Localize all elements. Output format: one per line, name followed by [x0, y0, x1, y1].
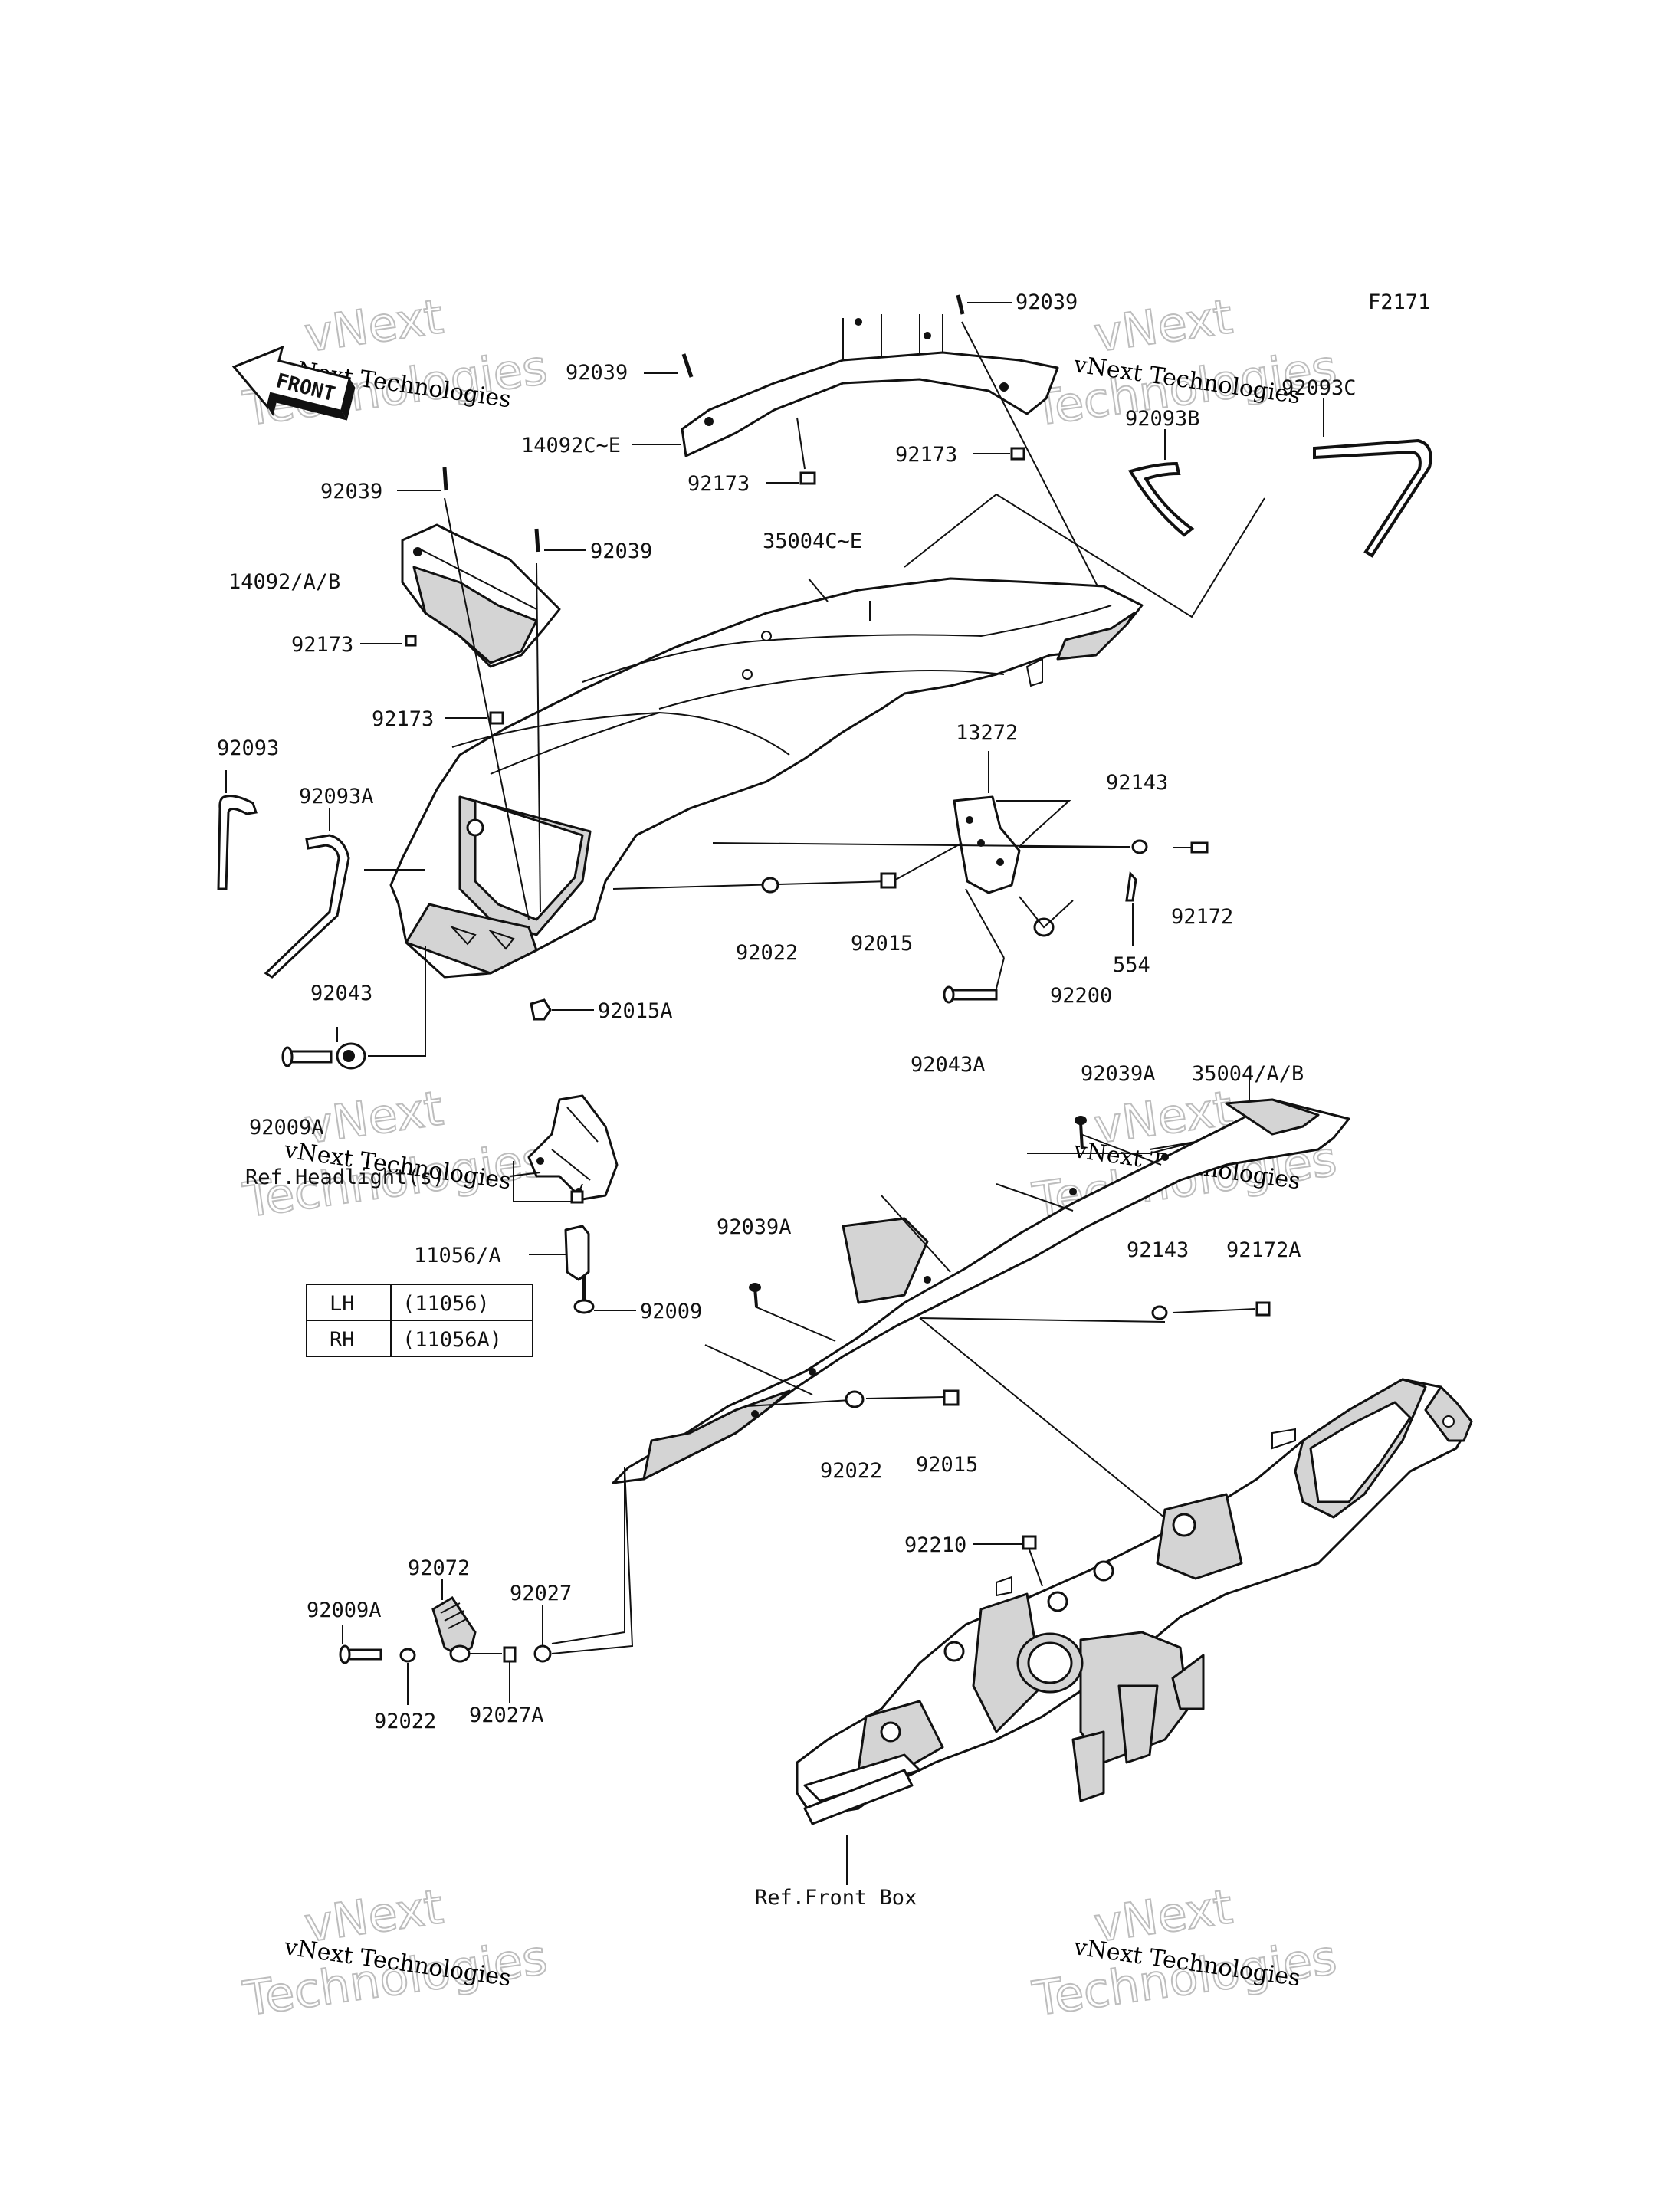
label-92022-b: 92022: [820, 1459, 882, 1483]
nut-92015-a: [880, 872, 897, 889]
trim-strip-92093: [217, 795, 258, 890]
watermark-bottom-right: vNext Technologies vNext Technologies: [1029, 1877, 1341, 2028]
label-ref-front-box: Ref.Front Box: [755, 1886, 917, 1910]
label-92043: 92043: [310, 982, 372, 1005]
label-92015a: 92015A: [598, 999, 673, 1023]
figure-code: F2171: [1368, 290, 1430, 314]
label-92009: 92009: [640, 1300, 702, 1323]
label-92015-a: 92015: [851, 932, 913, 956]
bolt-92009a-b: [339, 1644, 382, 1664]
table-cell-rh-side: RH: [330, 1328, 355, 1352]
part-spoiler-14092ce: [681, 314, 1059, 457]
label-92173-a: 92173: [687, 472, 750, 496]
label-14092ab: 14092/A/B: [228, 570, 340, 594]
nut-92015-b: [943, 1389, 960, 1406]
label-92039-c: 92039: [320, 480, 382, 503]
label-92172: 92172: [1171, 905, 1233, 929]
screw-92039a-b: [749, 1283, 761, 1307]
label-92022-a: 92022: [736, 941, 798, 965]
label-92172a: 92172A: [1226, 1238, 1301, 1262]
label-92173-b: 92173: [895, 443, 957, 467]
screw-92039a-a: [1075, 1116, 1087, 1150]
label-35004ce: 35004C~E: [763, 530, 862, 553]
collar-92027a: [503, 1646, 517, 1703]
label-13272: 13272: [956, 721, 1018, 745]
screw-92039-top: [956, 294, 1012, 315]
label-92072: 92072: [408, 1556, 470, 1580]
clip-92173-d: [489, 711, 504, 725]
front-arrow-icon: FRONT: [231, 345, 356, 421]
trim-strip-92093a: [264, 834, 350, 979]
watermark-bottom-left: vNext Technologies vNext Technologies: [239, 1877, 552, 2028]
label-11056a: 11056/A: [414, 1244, 501, 1267]
label-92039-d: 92039: [590, 539, 652, 563]
label-ref-headlight: Ref.Headlight(s): [245, 1166, 445, 1189]
washer-92143-a: [1131, 839, 1148, 854]
part-inner-cowl-35004ab: [612, 1098, 1350, 1484]
clip-92210: [1022, 1535, 1037, 1550]
clip-92173-b: [1010, 447, 1025, 461]
label-92093b: 92093B: [1125, 407, 1200, 431]
callout-labels: 92039 92039 14092C~E 92173 92173 92039 9…: [217, 290, 1357, 1910]
screw-92172: [1173, 841, 1209, 854]
label-92200: 92200: [1050, 984, 1112, 1008]
washer-92022-b: [845, 1390, 865, 1408]
bolt-92009a-a: [281, 1046, 333, 1067]
label-92027a: 92027A: [469, 1703, 544, 1727]
label-92093a: 92093A: [299, 785, 374, 808]
bracket-11056a: [529, 1225, 590, 1281]
screw-92039-c: [442, 467, 448, 491]
label-14092ce: 14092C~E: [521, 434, 621, 457]
label-554: 554: [1113, 953, 1150, 977]
label-92093c: 92093C: [1281, 376, 1357, 400]
watermark-big-line1: vNext: [1091, 288, 1236, 362]
part-side-screen-14092ab: [401, 523, 561, 668]
label-35004ab: 35004/A/B: [1192, 1062, 1304, 1086]
screw-92009: [573, 1276, 636, 1314]
label-92143-b: 92143: [1127, 1238, 1189, 1262]
nut-92015a: [530, 998, 594, 1021]
label-92039-top: 92039: [1016, 290, 1078, 314]
label-92173-d: 92173: [372, 707, 434, 731]
label-92009a-a: 92009A: [249, 1116, 324, 1139]
washer-92022-c: [399, 1648, 416, 1663]
part-front-box-panel: [796, 1378, 1473, 1825]
part-upper-cowl-35004ce: [389, 577, 1144, 979]
watermark-mid-left: vNext Technologies vNext Technologies: [239, 1079, 552, 1229]
label-92210: 92210: [904, 1533, 966, 1557]
table-cell-lh-side: LH: [330, 1292, 355, 1316]
washer-92143-b: [1151, 1305, 1168, 1320]
label-92009a-b: 92009A: [307, 1599, 382, 1622]
washer-92027: [533, 1644, 552, 1663]
screw-92172a: [1255, 1301, 1271, 1317]
clip-92173-a: [799, 471, 816, 485]
bolt-92043a: [943, 957, 1005, 1004]
screw-92039-d: [534, 528, 540, 553]
label-92039a-b: 92039A: [717, 1215, 792, 1239]
screw-92039-left: [644, 353, 694, 378]
label-92039-left: 92039: [566, 361, 628, 385]
knob-92072: [431, 1595, 477, 1663]
table-cell-rh-part: (11056A): [402, 1328, 502, 1352]
table-cell-lh-part: (11056): [402, 1292, 490, 1316]
label-92015-b: 92015: [916, 1453, 978, 1477]
label-92173-c: 92173: [291, 633, 353, 657]
label-92039a-a: 92039A: [1081, 1062, 1156, 1086]
watermark-big-line1: vNext: [301, 288, 447, 362]
grommet-92043: [336, 1042, 366, 1070]
side-table: LH (11056) RH (11056A): [306, 1284, 533, 1357]
label-92022-c: 92022: [374, 1710, 436, 1733]
trim-strip-92093c: [1313, 438, 1432, 558]
grommet-554: [1125, 871, 1137, 902]
label-92027: 92027: [510, 1582, 572, 1605]
washer-92022-a: [761, 877, 779, 894]
label-92143-a: 92143: [1106, 771, 1168, 795]
trim-strip-92093b: [1127, 461, 1195, 537]
label-92043a: 92043A: [911, 1053, 986, 1077]
label-92093: 92093: [217, 736, 279, 760]
clip-92173-c: [405, 635, 417, 647]
